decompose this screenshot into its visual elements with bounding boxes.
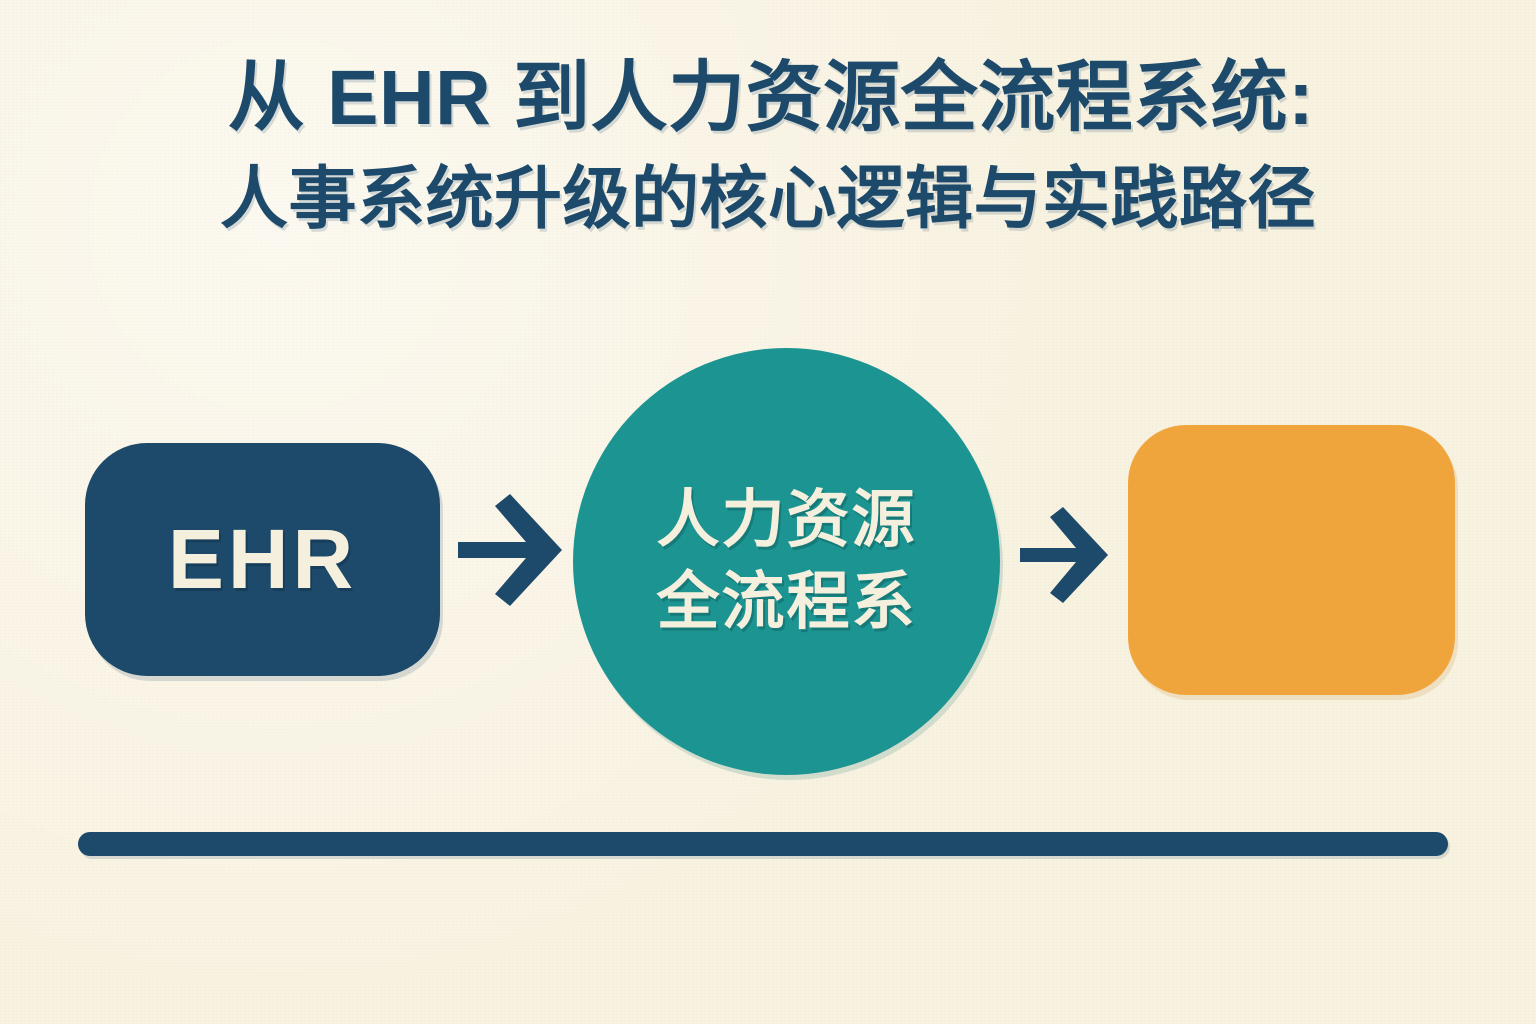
diagram-node-ehr-label: EHR	[167, 512, 358, 606]
arrow-right-icon-1	[456, 492, 564, 608]
diagram-node-circle-label-line1: 人力资源	[656, 484, 917, 555]
diagram-node-hr-full-process: 人力资源 全流程系	[573, 348, 1000, 775]
bottom-divider	[78, 832, 1448, 856]
page-title: 从 EHR 到人力资源全流程系统: 人事系统升级的核心逻辑与实践路径	[0, 52, 1536, 241]
diagram-node-circle-label-line2: 全流程系	[656, 566, 917, 637]
diagram-node-outcome	[1128, 425, 1455, 695]
title-line-secondary: 人事系统升级的核心逻辑与实践路径	[219, 160, 1316, 237]
diagram-node-ehr: EHR	[85, 443, 440, 676]
title-line-primary: 从 EHR 到人力资源全流程系统:	[227, 55, 1315, 141]
arrow-right-icon-2	[1018, 505, 1110, 605]
